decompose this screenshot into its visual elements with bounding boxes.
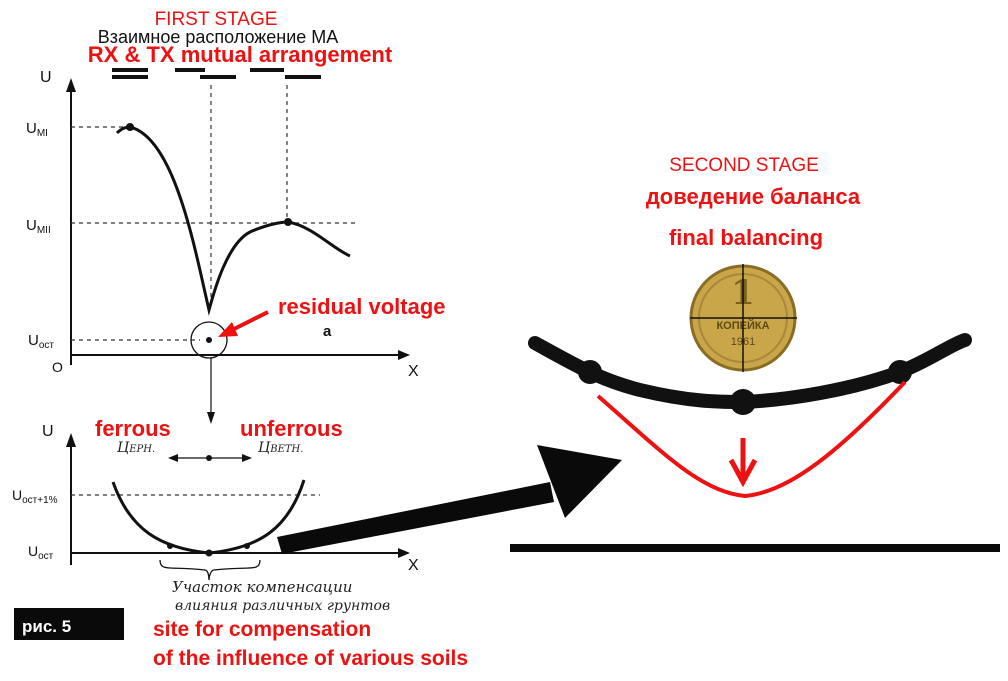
- link-arrow-head: [207, 412, 215, 424]
- ferrous-label: ferrous: [95, 416, 171, 441]
- red-down-arrow-head: [728, 458, 758, 488]
- balance-node-left: [578, 360, 602, 384]
- top-chart-origin-label: O: [52, 359, 63, 375]
- ferrous-marker: ЦЕРН.: [117, 440, 155, 456]
- tick-label-uost-bottom: Uост: [28, 543, 54, 562]
- figure-label-box: [14, 608, 124, 640]
- red-balance-curve: [596, 380, 907, 499]
- top-chart-x-arrow: [398, 350, 410, 360]
- bottom-chart-x-label: X: [408, 557, 419, 574]
- antenna-arrangement-bars: [112, 68, 321, 79]
- handwritten-caption-line2: влияния различных грунтов: [175, 598, 390, 614]
- second-stage-russian-heading: доведение баланса: [646, 184, 861, 209]
- residual-voltage-arrow: [218, 310, 269, 337]
- point-label-a: a: [323, 323, 332, 340]
- ground-baseline: [510, 544, 1000, 552]
- first-stage-russian-heading: Взаимное расположение МА: [98, 27, 339, 47]
- site-label-line2: of the influence of various soils: [153, 647, 468, 670]
- first-stage-english-heading: RX & TX mutual arrangement: [88, 42, 393, 67]
- top-chart-response-curve: [115, 125, 351, 316]
- second-stage-english-heading: final balancing: [669, 225, 823, 250]
- parabola-point-min: [205, 549, 213, 557]
- range-center-point: [206, 455, 212, 461]
- compensation-brace: [159, 559, 261, 581]
- peak-point-umii: [284, 218, 292, 226]
- first-stage-title: FIRST STAGE: [155, 9, 278, 30]
- top-chart-y-arrow: [66, 78, 76, 92]
- tick-label-umi: UMI: [26, 120, 48, 139]
- bottom-chart-parabola: [111, 479, 306, 555]
- parabola-point-left: [167, 543, 173, 549]
- balance-node-center: [730, 389, 756, 415]
- bottom-chart-y-label: U: [42, 423, 54, 440]
- figure-label: рис. 5: [22, 617, 71, 636]
- residual-voltage-label: residual voltage: [278, 294, 446, 319]
- second-stage-title: SECOND STAGE: [669, 155, 819, 176]
- top-chart-x-label: X: [408, 363, 419, 380]
- transition-arrow: [277, 445, 622, 554]
- tick-label-uost-plus: Uост+1%: [12, 487, 58, 506]
- unferrous-marker: ЦВЕТН.: [258, 440, 303, 456]
- residual-voltage-circle: [190, 321, 228, 359]
- bottom-chart: U X Uост+1% Uост ЦЕРН. ЦВЕТН. Участок ко…: [12, 423, 419, 614]
- top-chart-y-label: U: [40, 69, 52, 86]
- parabola-point-right: [244, 543, 250, 549]
- coin-image: 1 КОПЕЙКА 1961: [689, 264, 797, 372]
- site-label-line1: site for compensation: [153, 618, 371, 641]
- peak-point-umi: [126, 123, 134, 131]
- top-chart: U X O UMI UMII Uост a: [26, 69, 419, 424]
- tick-label-uost: Uост: [28, 332, 54, 351]
- balance-curve: [528, 333, 972, 415]
- handwritten-caption-line1: Участок компенсации: [172, 578, 352, 596]
- unferrous-label: unferrous: [240, 416, 343, 441]
- tick-label-umii: UMII: [26, 217, 51, 236]
- residual-voltage-point: [206, 337, 212, 343]
- balance-node-right: [888, 360, 912, 384]
